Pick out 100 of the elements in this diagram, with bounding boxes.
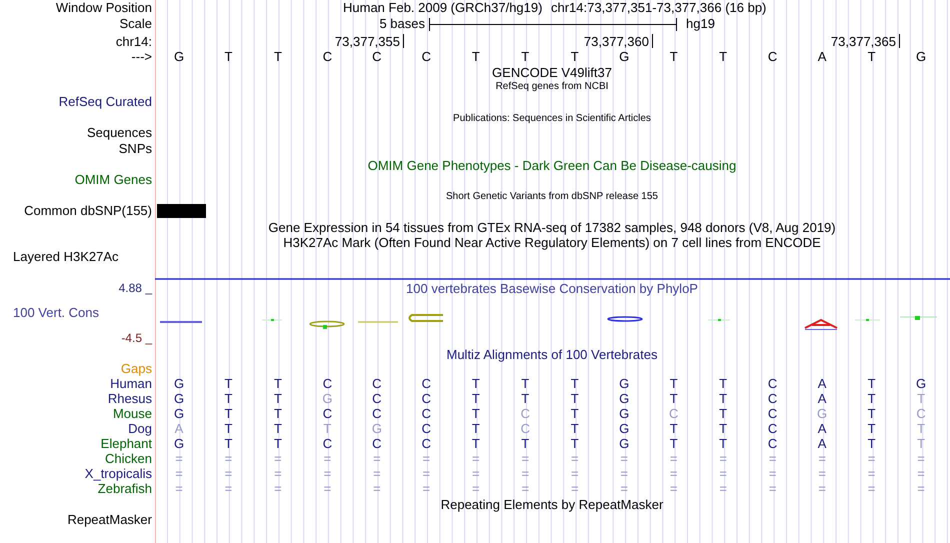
nucleotide: T <box>868 421 876 436</box>
nucleotide: C <box>322 436 332 451</box>
nucleotide: T <box>521 391 530 406</box>
gap-mark: = <box>719 481 727 496</box>
nucleotide: T <box>274 421 282 436</box>
gap-mark: = <box>521 466 530 481</box>
nucleotide: T <box>670 376 678 391</box>
gap-mark: = <box>274 451 282 466</box>
gap-mark: = <box>768 466 776 481</box>
nucleotide: C <box>768 49 778 64</box>
nucleotide: T <box>224 376 232 391</box>
track-title: H3K27Ac Mark (Often Found Near Active Regulatory Elements) on 7 cell lines from ENCODE <box>283 235 821 250</box>
nucleotide: C <box>768 421 778 436</box>
nucleotide: T <box>472 391 480 406</box>
species-label: Chicken <box>105 451 152 466</box>
nucleotide: T <box>719 406 728 421</box>
assembly-label: hg19 <box>686 16 715 31</box>
gap-mark: = <box>570 466 579 481</box>
gap-mark: = <box>818 481 826 496</box>
nucleotide: G <box>322 391 332 406</box>
nucleotide: C <box>322 376 332 391</box>
nucleotide: C <box>372 436 382 451</box>
position-label: 73,377,355 <box>334 34 400 49</box>
track-label: RefSeq Curated <box>58 94 152 109</box>
nucleotide: C <box>422 436 432 451</box>
nucleotide: T <box>570 436 579 451</box>
track-title: Short Genetic Variants from dbSNP release 155 <box>446 190 658 204</box>
nucleotide: T <box>472 421 480 436</box>
nucleotide: C <box>422 406 432 421</box>
nucleotide: T <box>670 436 678 451</box>
nucleotide: C <box>768 376 778 391</box>
nucleotide: A <box>174 421 184 436</box>
species-label: Elephant <box>100 436 152 451</box>
track-label: Window Position <box>56 0 152 15</box>
nucleotide: T <box>521 376 530 391</box>
gap-mark: = <box>324 466 332 481</box>
gap-mark: = <box>274 466 282 481</box>
gap-mark: = <box>224 451 232 466</box>
gap-mark: = <box>472 466 480 481</box>
nucleotide: C <box>422 49 432 64</box>
gap-mark: = <box>422 481 430 496</box>
nucleotide: C <box>372 49 382 64</box>
nucleotide: T <box>521 49 530 64</box>
gap-mark: = <box>620 451 628 466</box>
track-title: Publications: Sequences in Scientific Articles <box>453 112 651 126</box>
nucleotide: T <box>670 421 678 436</box>
nucleotide: T <box>570 406 579 421</box>
species-label: Rhesus <box>108 391 152 406</box>
nucleotide: T <box>917 421 926 436</box>
nucleotide: C <box>372 391 382 406</box>
nucleotide: T <box>719 391 728 406</box>
nucleotide: T <box>917 436 926 451</box>
track-label: SNPs <box>118 141 152 156</box>
gap-mark: = <box>917 466 925 481</box>
gap-mark: = <box>570 451 579 466</box>
nucleotide: C <box>520 421 530 436</box>
gap-mark: = <box>620 466 628 481</box>
position-range: chr14:73,377,351-73,377,366 (16 bp) <box>551 0 766 15</box>
gap-mark: = <box>670 466 678 481</box>
gap-mark: = <box>917 451 925 466</box>
track-label: RepeatMasker <box>67 512 152 527</box>
nucleotide: T <box>224 49 232 64</box>
position-label: 73,377,360 <box>584 34 649 49</box>
nucleotide: T <box>670 49 678 64</box>
nucleotide: T <box>472 436 480 451</box>
species-label: Dog <box>128 421 152 436</box>
nucleotide: C <box>669 406 678 421</box>
position-label: 73,377,365 <box>830 34 896 49</box>
gap-mark: = <box>620 481 628 496</box>
nucleotide: C <box>768 391 778 406</box>
nucleotide: T <box>472 376 480 391</box>
nucleotide: T <box>719 376 728 391</box>
nucleotide: T <box>570 391 579 406</box>
nucleotide: T <box>224 391 232 406</box>
gap-mark: = <box>719 451 727 466</box>
track-title: GENCODE V49lift37 <box>492 65 612 80</box>
gap-mark: = <box>719 466 727 481</box>
nucleotide: G <box>916 376 926 391</box>
track-title: 100 vertebrates Basewise Conservation by PhyloP <box>406 281 698 296</box>
gap-mark: = <box>768 481 776 496</box>
nucleotide: A <box>818 421 826 436</box>
nucleotide: G <box>619 436 630 451</box>
gap-mark: = <box>175 451 183 466</box>
nucleotide: G <box>174 436 184 451</box>
nucleotide: T <box>274 49 282 64</box>
gap-mark: = <box>175 481 183 496</box>
nucleotide: T <box>521 436 530 451</box>
track-label: Layered H3K27Ac <box>13 249 119 264</box>
nucleotide: T <box>224 436 232 451</box>
nucleotide: T <box>274 436 282 451</box>
nucleotide: T <box>224 421 232 436</box>
gap-mark: = <box>818 451 826 466</box>
assembly-label: Human Feb. 2009 (GRCh37/hg19) <box>343 0 542 15</box>
nucleotide: T <box>472 406 480 421</box>
nucleotide: T <box>274 391 282 406</box>
track-title: RefSeq genes from NCBI <box>496 80 608 94</box>
nucleotide: G <box>619 376 630 391</box>
track-label: 100 Vert. Cons <box>13 305 99 320</box>
nucleotide: G <box>174 376 184 391</box>
nucleotide: T <box>868 49 876 64</box>
